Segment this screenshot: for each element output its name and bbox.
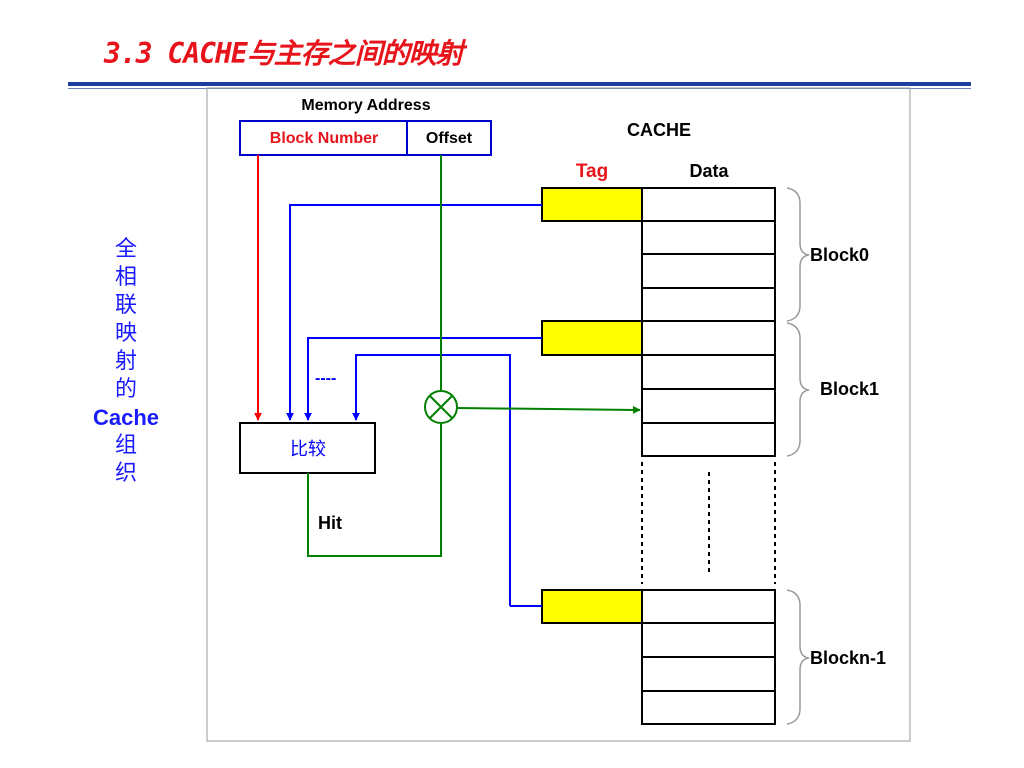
hit-line [307,424,442,557]
offset-label: Offset [426,130,473,147]
tag-cell [541,320,643,356]
cache-block-1 [541,320,776,457]
side-label-char: 的 [114,377,137,402]
cache-block-n-1 [541,589,776,725]
data-line [641,622,776,658]
side-label-char: 射 [114,349,137,374]
side-label-char: 映 [114,321,137,346]
data-line [641,220,776,255]
blockn-1-brace [786,589,810,725]
memory-address-label: Memory Address [301,97,430,114]
side-label-char: 相 [114,265,137,290]
data-line [641,354,776,390]
side-label-char: 联 [114,293,137,318]
diagram-frame [206,87,911,742]
side-label-char: 织 [114,461,137,486]
block0-label: Block0 [810,245,869,265]
tag-cell [541,589,643,624]
data-line [641,656,776,692]
block-number-label: Block Number [270,130,378,147]
title-rule-thick [68,82,971,86]
data-line [641,422,776,457]
ellipsis-dashes: ---- [315,370,336,387]
slide-title: 3.3 CACHE与主存之间的映射 [104,37,464,70]
side-label-char: 全 [114,237,137,262]
cache-block-0 [541,187,776,322]
cache-label: CACHE [627,120,691,140]
offset-field [406,120,492,156]
tag-header: Tag [576,161,608,182]
block-number-field [239,120,408,156]
data-line [641,388,776,424]
compare-box [239,422,376,474]
side-label-char: 组 [114,433,137,458]
data-line [641,589,776,624]
data-line [641,287,776,322]
data-line [641,187,776,222]
data-header: Data [689,161,729,181]
blockn-1-label: Blockn-1 [810,648,886,668]
block1-label: Block1 [820,379,879,399]
data-select-arrow [456,405,641,414]
side-label: 全 相 联 映 射 的 Cache 组 织 [86,236,166,488]
compare-label: 比较 [290,439,326,460]
hit-label: Hit [318,513,342,533]
and-gate-cross [429,395,453,419]
tag1-compare-line [304,337,542,421]
block1-brace [786,322,810,457]
tagn-compare-line [352,354,511,606]
block0-brace [786,187,810,322]
side-label-cache: Cache [92,405,160,430]
data-line [641,690,776,725]
tag-cell [541,187,643,222]
data-line [641,320,776,356]
tag0-compare-line [286,204,542,421]
data-line [641,253,776,289]
